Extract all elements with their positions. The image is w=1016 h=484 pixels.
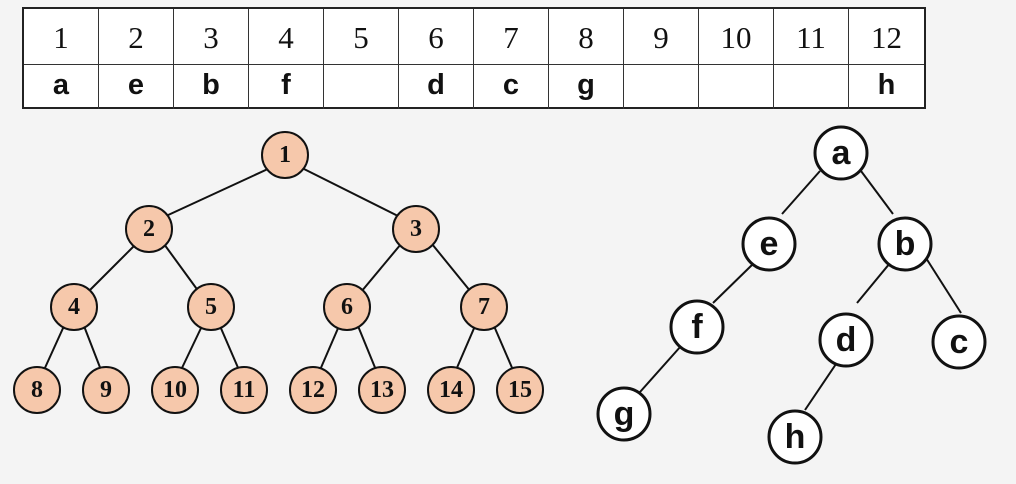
- array-value-12: h: [877, 68, 896, 101]
- edge-1-2: [165, 167, 271, 217]
- numbered-node-3: [392, 205, 440, 253]
- letter-node-g: [596, 386, 652, 442]
- array-index-8: 8: [549, 9, 624, 65]
- edge-7-14: [455, 325, 476, 371]
- array-value-4: f: [249, 65, 324, 109]
- edge-5-10: [180, 325, 203, 371]
- numbered-node-label-9: 9: [100, 377, 112, 403]
- array-index-9: 9: [624, 9, 699, 65]
- letter-node-label-c: c: [950, 323, 969, 361]
- edge-3-7: [431, 243, 472, 293]
- array-value-3: b: [174, 65, 249, 109]
- edge-2-5: [163, 243, 200, 293]
- array-index-3: 3: [174, 9, 249, 65]
- edge-6-12: [319, 325, 340, 371]
- array-index-1: 1: [24, 9, 99, 65]
- edge-5-11: [219, 325, 240, 371]
- edge-f-g: [639, 345, 682, 393]
- numbered-node-label-8: 8: [31, 377, 43, 403]
- array-value-1: a: [24, 65, 99, 109]
- numbered-node-label-11: 11: [233, 377, 256, 403]
- numbered-node-4: [50, 283, 98, 331]
- edge-4-8: [43, 325, 65, 371]
- array-index-10: 10: [699, 9, 774, 65]
- numbered-node-10: [151, 366, 199, 414]
- letter-node-label-b: b: [895, 225, 916, 263]
- array-index-4: 4: [249, 9, 324, 65]
- array-value-6: d: [399, 65, 474, 109]
- edge-b-d: [856, 262, 891, 304]
- array-index-6: 6: [399, 9, 474, 65]
- edge-a-e: [781, 170, 821, 215]
- edge-4-9: [83, 325, 102, 371]
- letter-node-f: [669, 299, 725, 355]
- letter-node-h: [767, 409, 823, 465]
- numbered-node-label-3: 3: [410, 216, 422, 242]
- letter-node-label-e: e: [760, 225, 779, 263]
- letter-node-label-d: d: [836, 321, 857, 359]
- numbered-node-label-5: 5: [205, 294, 217, 320]
- array-value-2: e: [99, 65, 174, 109]
- edge-1-3: [301, 167, 399, 217]
- numbered-node-14: [427, 366, 475, 414]
- numbered-node-7: [460, 283, 508, 331]
- array-index-12: 12: [849, 9, 924, 65]
- letter-node-label-h: h: [785, 418, 806, 456]
- numbered-complete-tree: 1 2 3 4 5 6 7 8 9 10 11 12 13: [13, 131, 544, 414]
- array-index-2: 2: [99, 9, 174, 65]
- numbered-node-label-10: 10: [163, 377, 187, 403]
- numbered-node-label-15: 15: [508, 377, 532, 403]
- numbered-node-13: [358, 366, 406, 414]
- array-storage-table: 1 2 3 4 5 6 7 8 9 10 11 12 a e b f d c g…: [22, 7, 926, 109]
- array-index-11: 11: [774, 9, 849, 65]
- numbered-node-2: [125, 205, 173, 253]
- numbered-node-label-14: 14: [439, 377, 463, 403]
- numbered-node-label-4: 4: [68, 294, 80, 320]
- letter-node-label-a: a: [832, 134, 852, 172]
- edge-2-4: [87, 243, 137, 293]
- numbered-node-12: [289, 366, 337, 414]
- numbered-node-label-6: 6: [341, 294, 353, 320]
- numbered-node-15: [496, 366, 544, 414]
- numbered-node-label-1: 1: [279, 142, 291, 168]
- numbered-node-11: [220, 366, 268, 414]
- letter-node-b: [877, 216, 933, 272]
- letter-node-a: [813, 125, 869, 181]
- numbered-node-label-13: 13: [370, 377, 394, 403]
- array-value-10: [699, 65, 774, 109]
- letter-binary-tree: a e b f d c g h: [596, 125, 987, 465]
- edge-3-6: [360, 243, 402, 293]
- numbered-node-8: [13, 366, 61, 414]
- numbered-node-label-2: 2: [143, 216, 155, 242]
- array-index-7: 7: [474, 9, 549, 65]
- letter-node-e: [741, 216, 797, 272]
- edge-7-15: [493, 325, 514, 371]
- letter-node-c: [931, 314, 987, 370]
- numbered-node-5: [187, 283, 235, 331]
- array-value-5: [324, 65, 399, 109]
- array-value-9: [624, 65, 699, 109]
- array-value-11: [774, 65, 849, 109]
- edge-e-f: [712, 262, 755, 304]
- numbered-node-label-7: 7: [478, 294, 490, 320]
- array-index-5: 5: [324, 9, 399, 65]
- edge-b-c: [925, 257, 962, 314]
- letter-node-d: [818, 312, 874, 368]
- letter-node-label-f: f: [691, 308, 703, 346]
- numbered-node-9: [82, 366, 130, 414]
- numbered-node-1: [261, 131, 309, 179]
- array-value-8: g: [549, 65, 624, 109]
- numbered-node-label-12: 12: [301, 377, 325, 403]
- edge-a-b: [860, 170, 894, 215]
- array-value-7: c: [474, 65, 549, 109]
- numbered-node-6: [323, 283, 371, 331]
- edge-d-h: [804, 363, 837, 411]
- edge-6-13: [357, 325, 377, 371]
- letter-node-label-g: g: [614, 395, 635, 433]
